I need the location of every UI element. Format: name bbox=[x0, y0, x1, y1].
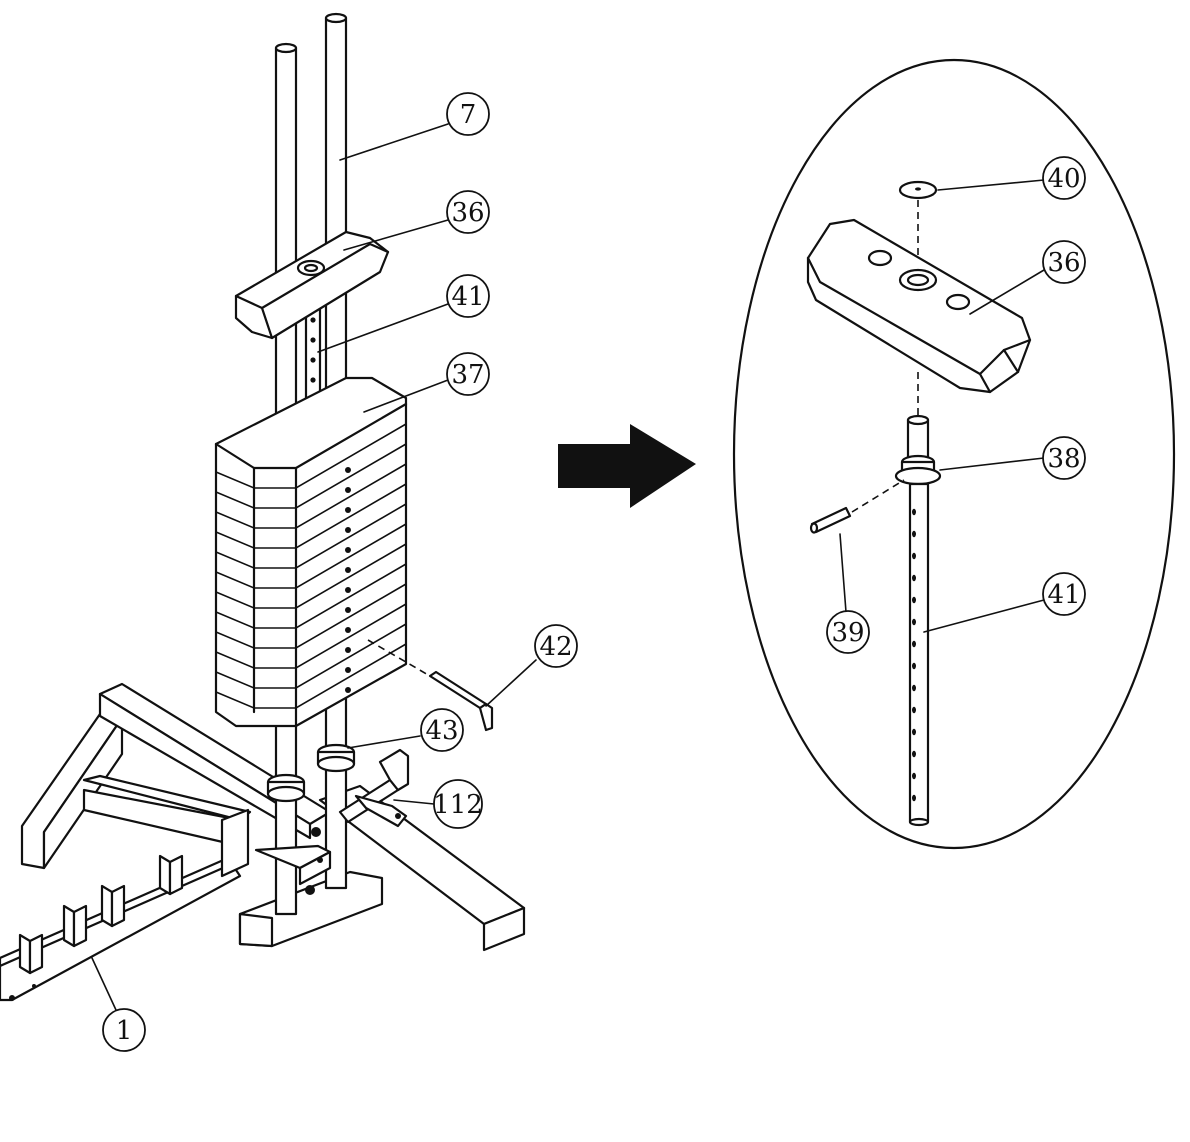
rod-bumpers bbox=[266, 743, 356, 803]
callout-41-detail-text: 41 bbox=[1047, 580, 1080, 610]
callout-40: 40 bbox=[1042, 156, 1086, 200]
callout-39: 39 bbox=[826, 610, 870, 654]
callout-112-text: 112 bbox=[433, 790, 483, 820]
callout-36: 36 bbox=[446, 190, 490, 234]
callout-41-detail: 41 bbox=[1042, 572, 1086, 616]
callouts-left: 7 36 41 37 42 43 112 1 bbox=[102, 92, 578, 1052]
callout-42: 42 bbox=[534, 624, 578, 668]
callout-43-text: 43 bbox=[425, 716, 458, 746]
callout-40-text: 40 bbox=[1047, 164, 1080, 194]
callout-42-text: 42 bbox=[539, 632, 572, 662]
callout-112: 112 bbox=[433, 779, 483, 829]
callout-7: 7 bbox=[446, 92, 490, 136]
top-plate-detail bbox=[806, 218, 1032, 394]
brackets bbox=[254, 748, 410, 886]
callout-41-text: 41 bbox=[451, 282, 484, 312]
callout-37: 37 bbox=[446, 352, 490, 396]
callout-41: 41 bbox=[446, 274, 490, 318]
leader-lines-left bbox=[91, 123, 537, 1011]
callout-37-text: 37 bbox=[451, 360, 484, 390]
selector-pin bbox=[367, 639, 494, 732]
callout-38: 38 bbox=[1042, 436, 1086, 480]
callout-43: 43 bbox=[420, 708, 464, 752]
callout-36-text: 36 bbox=[451, 198, 484, 228]
callout-7-text: 7 bbox=[460, 100, 477, 130]
leader-lines-detail bbox=[839, 179, 1045, 633]
washer bbox=[898, 180, 938, 200]
left-assembly bbox=[0, 12, 526, 1002]
callout-39-text: 39 bbox=[831, 618, 864, 648]
detail-view bbox=[732, 58, 1176, 850]
callout-36-detail-text: 36 bbox=[1047, 248, 1080, 278]
selector-stem-detail bbox=[894, 414, 942, 827]
base-beam bbox=[0, 854, 242, 1002]
callout-36-detail: 36 bbox=[1042, 240, 1086, 284]
pin-detail bbox=[809, 479, 905, 534]
callout-1: 1 bbox=[102, 1008, 146, 1052]
weight-stack bbox=[214, 376, 408, 728]
callout-38-text: 38 bbox=[1047, 444, 1080, 474]
callout-1-text: 1 bbox=[116, 1016, 133, 1046]
callouts-detail: 40 36 38 41 39 bbox=[826, 156, 1086, 654]
top-plate bbox=[234, 230, 390, 340]
right-arrow-icon bbox=[558, 424, 696, 508]
